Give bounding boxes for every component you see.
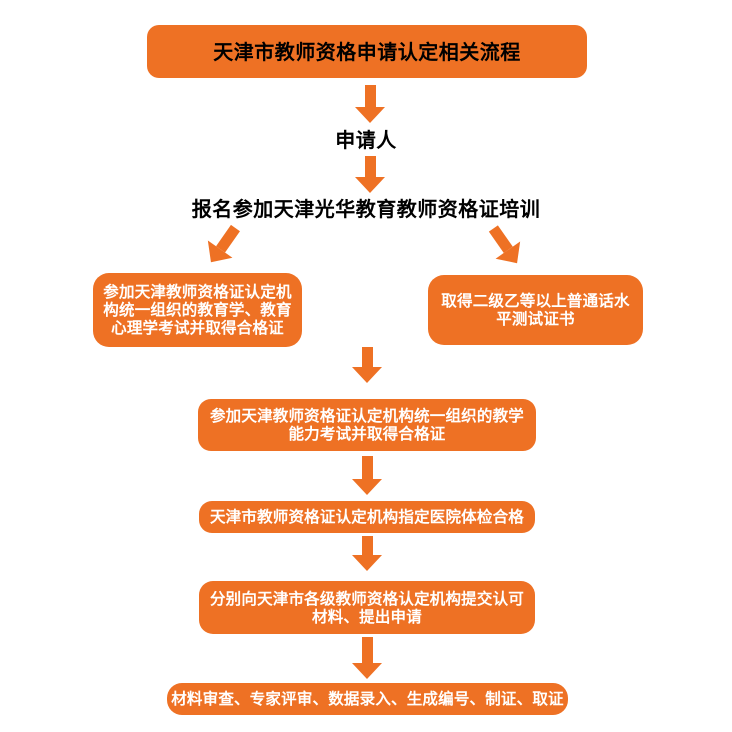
medical-check-box: 天津市教师资格证认定机构指定医院体检合格 bbox=[199, 501, 535, 533]
diagonal-down-left-arrow-icon bbox=[198, 219, 248, 271]
diagonal-down-right-arrow-icon bbox=[481, 220, 530, 272]
arrow-head bbox=[355, 107, 385, 123]
arrow-head bbox=[352, 479, 382, 495]
flowchart-title-box: 天津市教师资格申请认定相关流程 bbox=[147, 25, 587, 78]
arrow-head bbox=[352, 555, 382, 571]
training-label: 报名参加天津光华教育教师资格证培训 bbox=[191, 197, 541, 221]
down-arrow-icon bbox=[355, 156, 385, 193]
arrow-head bbox=[355, 177, 385, 193]
arrow-shaft bbox=[364, 156, 376, 177]
down-arrow-icon bbox=[355, 85, 385, 123]
teaching-ability-exam-box: 参加天津教师资格证认定机构统一组织的教学 能力考试并取得合格证 bbox=[198, 399, 536, 451]
down-arrow-icon bbox=[352, 536, 382, 571]
arrow-head bbox=[352, 663, 382, 679]
submit-application-box: 分别向天津市各级教师资格认定机构提交认可 材料、提出申请 bbox=[199, 581, 535, 634]
arrow-shaft bbox=[364, 85, 376, 107]
down-arrow-icon bbox=[352, 347, 382, 383]
arrow-head bbox=[352, 367, 382, 383]
arrow-shaft bbox=[361, 536, 373, 555]
mandarin-certificate-box: 取得二级乙等以上普通话水 平测试证书 bbox=[428, 275, 643, 345]
arrow-shaft bbox=[361, 347, 373, 367]
arrow-shaft bbox=[361, 456, 373, 479]
arrow-shaft bbox=[361, 637, 373, 663]
pedagogy-exam-box: 参加天津教师资格证认定机 构统一组织的教育学、教育 心理学考试并取得合格证 bbox=[93, 273, 302, 347]
down-arrow-icon bbox=[352, 637, 382, 679]
applicant-label: 申请人 bbox=[335, 128, 397, 152]
down-arrow-icon bbox=[352, 456, 382, 495]
final-steps-box: 材料审查、专家评审、数据录入、生成编号、制证、取证 bbox=[167, 683, 568, 715]
